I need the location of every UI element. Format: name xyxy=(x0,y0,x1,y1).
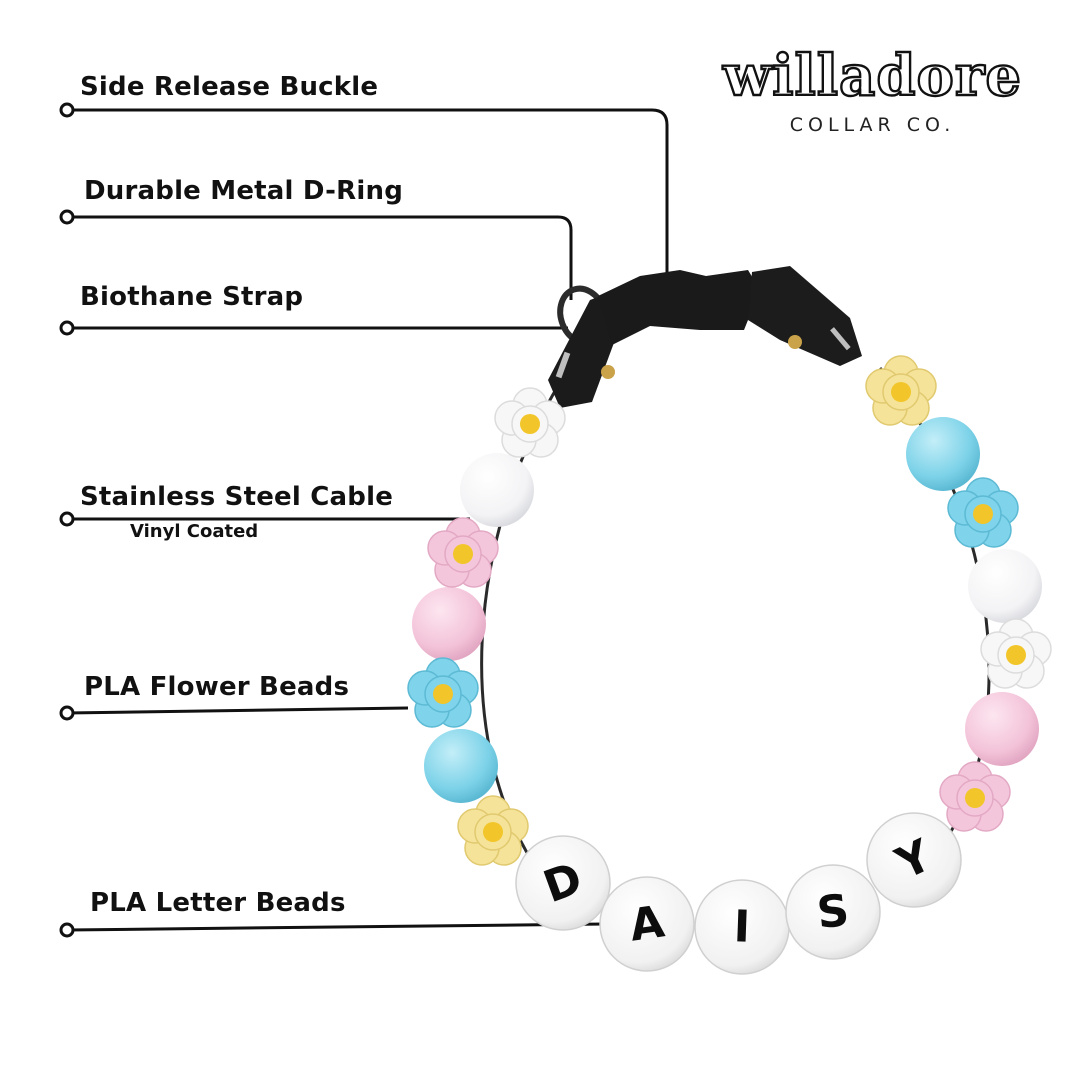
callout-metal-d-ring: Durable Metal D-Ring xyxy=(84,176,404,206)
letter-bead-char: I xyxy=(733,901,751,953)
leader-dot-cable xyxy=(59,511,75,527)
flower-bead-yellow xyxy=(865,355,937,426)
leader-dot-dring xyxy=(59,209,75,225)
leader-line-letter xyxy=(66,922,606,932)
leader-line-dring xyxy=(67,215,573,300)
callout-cable-note: Vinyl Coated xyxy=(130,521,259,542)
letter-bead: Y xyxy=(866,812,962,908)
leader-dot-letter xyxy=(59,922,75,938)
letter-bead: D xyxy=(515,835,611,931)
round-bead-white xyxy=(968,549,1042,623)
letter-bead-char: S xyxy=(815,885,852,939)
flower-bead-yellow xyxy=(457,795,529,866)
leader-dot-strap xyxy=(59,320,75,336)
flower-bead-blue xyxy=(947,477,1019,548)
callout-flower-beads: PLA Flower Beads xyxy=(84,672,350,702)
flower-bead-blue xyxy=(407,657,479,728)
biothane-strap-right xyxy=(748,266,862,366)
flower-bead-white xyxy=(980,618,1052,689)
rivet-right xyxy=(788,335,802,349)
flower-beads xyxy=(407,355,1052,866)
brand-logo-name: willadore xyxy=(722,43,1022,109)
round-bead-blue xyxy=(424,729,498,803)
letter-bead: S xyxy=(785,864,881,960)
flower-bead-white xyxy=(494,387,566,458)
round-bead-white xyxy=(460,453,534,527)
callout-steel-cable: Stainless Steel Cable xyxy=(80,482,394,512)
leader-line-buckle xyxy=(67,108,669,278)
round-bead-pink xyxy=(412,587,486,661)
leader-line-flower xyxy=(66,706,409,715)
leader-lines xyxy=(66,108,669,932)
buckle-hardware xyxy=(548,266,862,408)
letter-bead: I xyxy=(694,879,790,975)
callout-biothane-strap: Biothane Strap xyxy=(80,282,304,312)
rivet-left xyxy=(601,365,615,379)
round-beads xyxy=(412,417,1042,803)
flower-bead-pink xyxy=(939,761,1011,832)
callout-side-release-buckle: Side Release Buckle xyxy=(80,72,379,102)
letter-beads: D A I S Y xyxy=(515,812,962,975)
letter-bead: A xyxy=(599,876,695,972)
leader-dot-flower xyxy=(59,705,75,721)
round-bead-blue xyxy=(906,417,980,491)
callout-letter-beads: PLA Letter Beads xyxy=(90,888,346,918)
letter-bead-char: A xyxy=(627,896,668,951)
leader-dot-buckle xyxy=(59,102,75,118)
round-bead-pink xyxy=(965,692,1039,766)
side-release-buckle xyxy=(598,270,760,345)
brand-logo-subtitle: COLLAR CO. xyxy=(789,114,956,136)
flower-bead-pink xyxy=(427,517,499,588)
